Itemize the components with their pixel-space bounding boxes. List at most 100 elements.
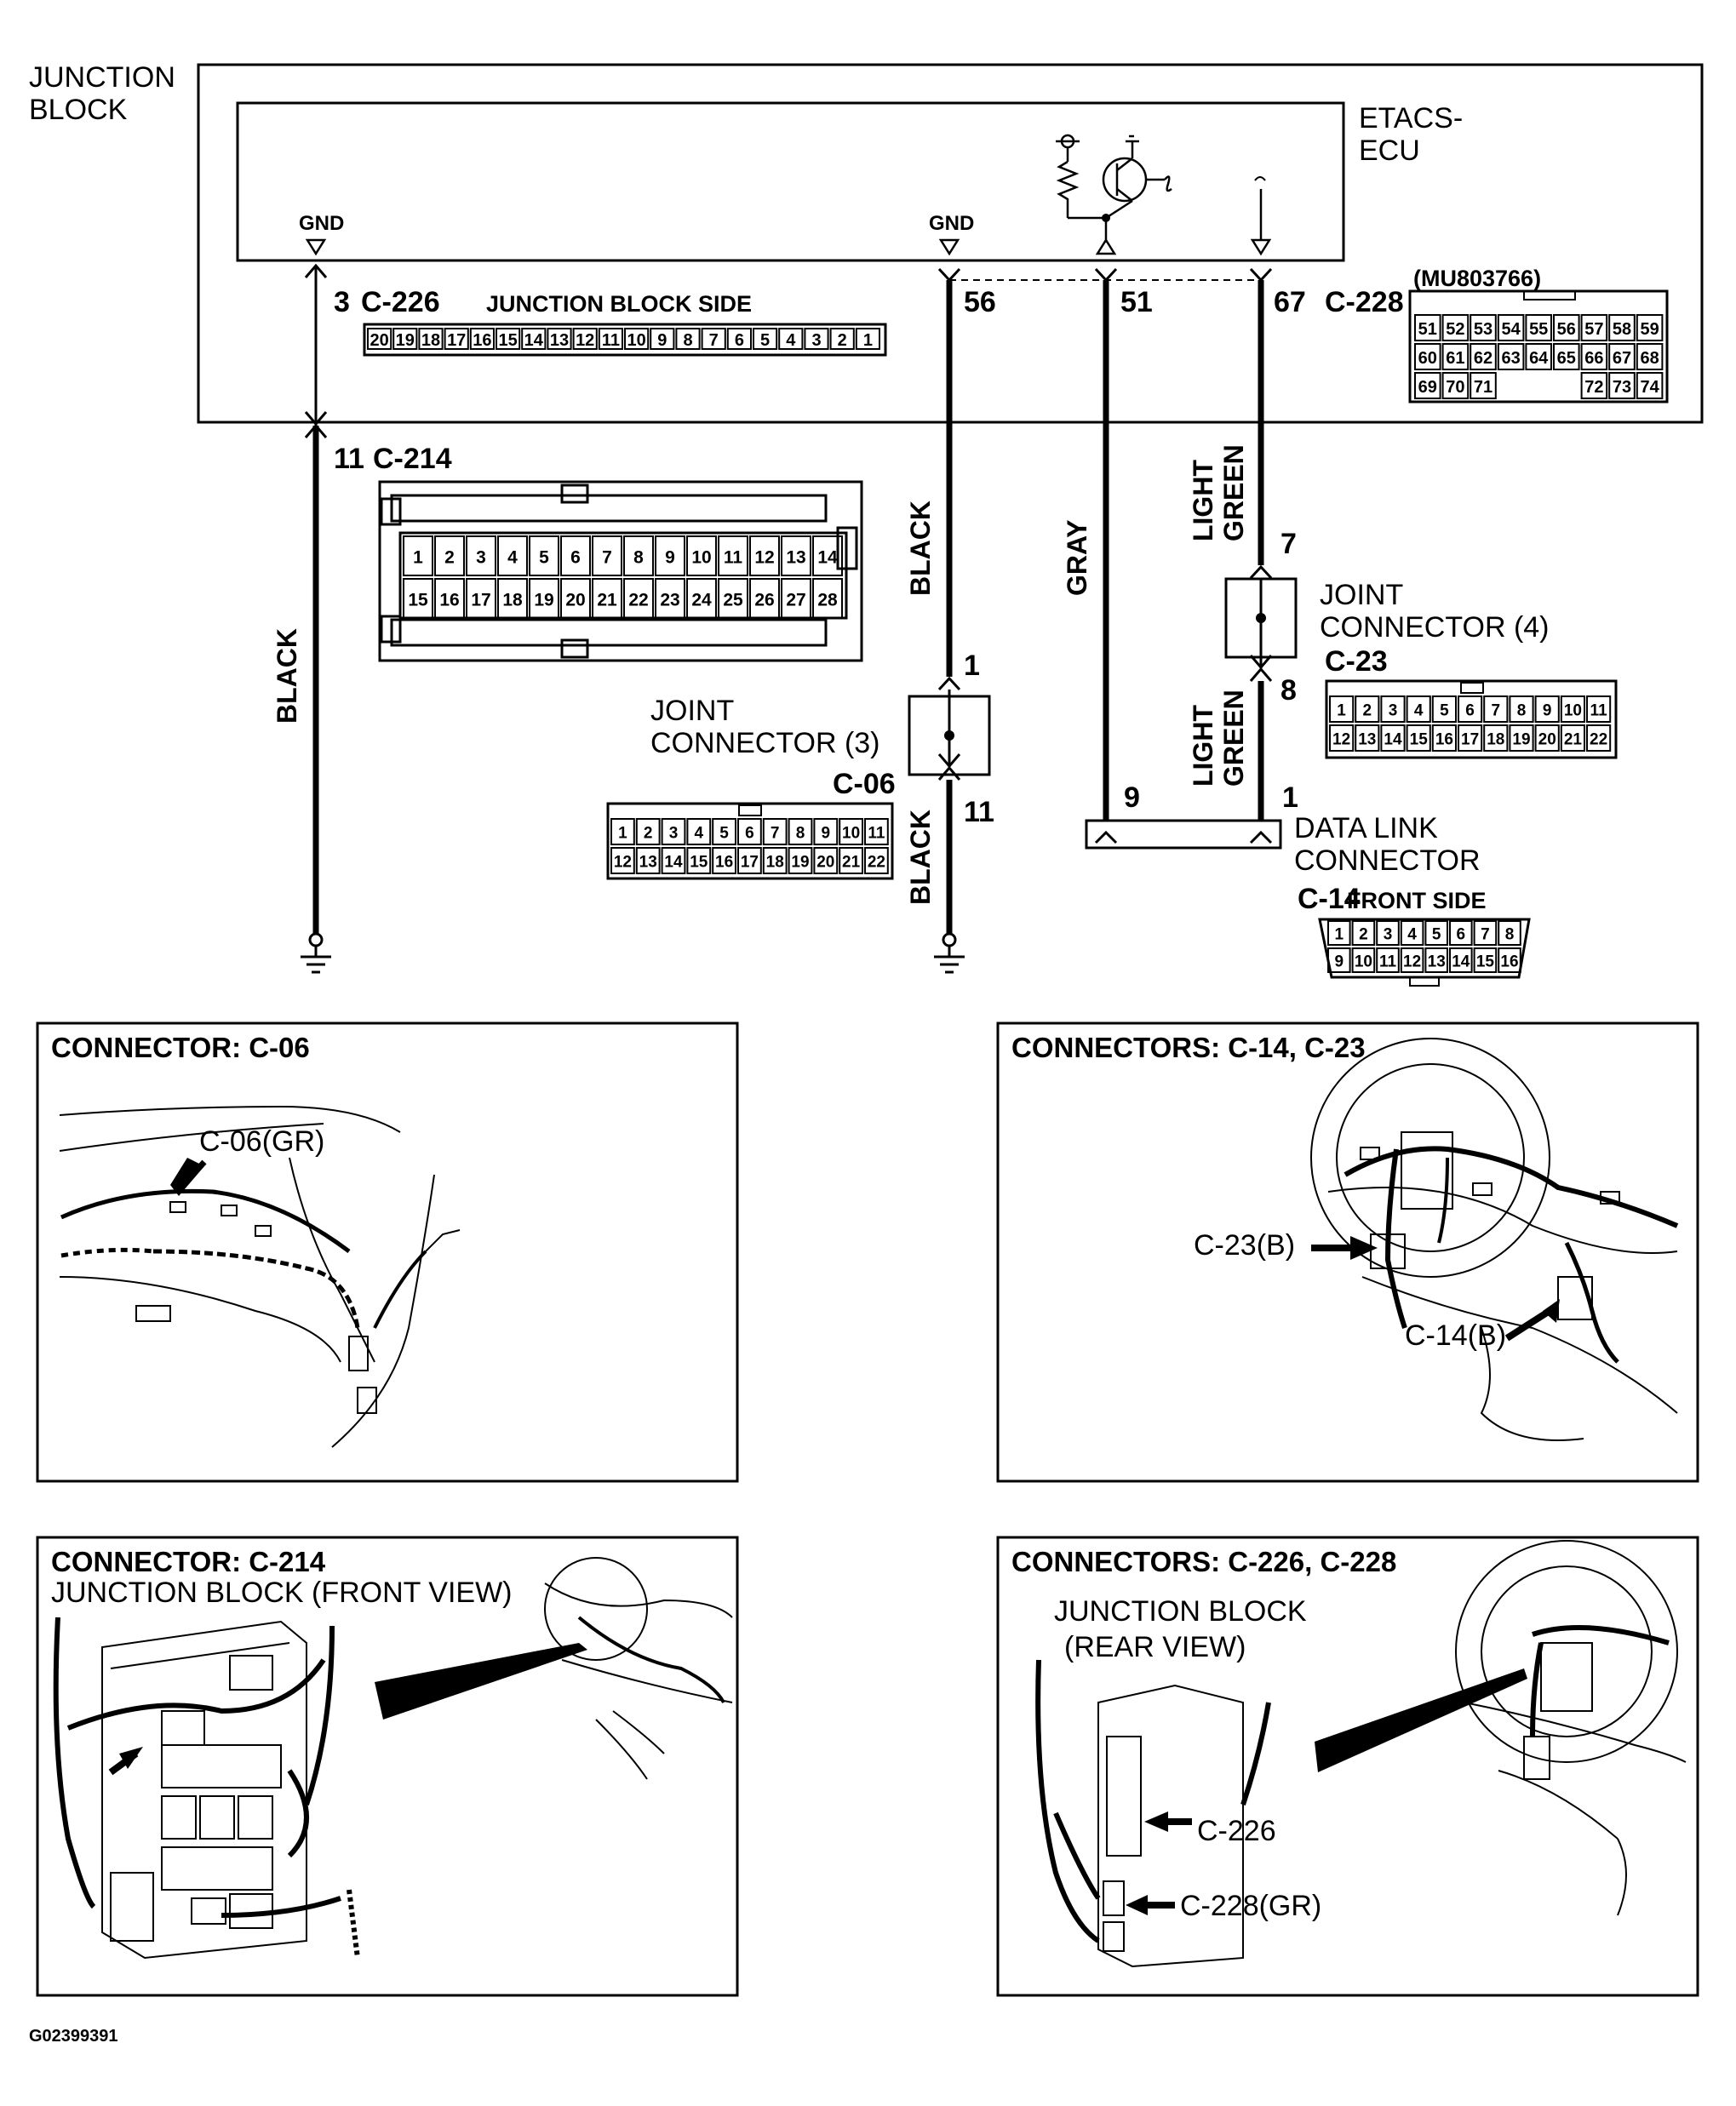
c06-pin-15: 15 (690, 854, 708, 872)
panel-c214-subtitle: JUNCTION BLOCK (FRONT VIEW) (51, 1577, 513, 1609)
c23-cell-box (1380, 695, 1406, 723)
wire-gray (1094, 267, 1118, 821)
c06-face (606, 802, 894, 880)
c226-pin-14: 14 (524, 331, 544, 350)
c228-cell-box (1470, 314, 1497, 341)
panel-c214 (36, 1536, 739, 1997)
c23-pin-4: 4 (1414, 702, 1424, 720)
panel-c226-c228-subtitle-2: (REAR VIEW) (1064, 1631, 1246, 1663)
c23-pin-16: 16 (1435, 731, 1453, 749)
c06-pin-14: 14 (664, 854, 683, 872)
joint-connector-3-label-line1: JOINT (650, 695, 734, 727)
c23-pin-21: 21 (1564, 731, 1583, 749)
wire-color-black-mid: BLACK (905, 501, 936, 596)
c214-pin-9: 9 (665, 547, 675, 567)
c06-pin-17: 17 (741, 854, 759, 872)
pin-joint3-1: 1 (964, 650, 980, 682)
c14-pin-7: 7 (1481, 926, 1490, 944)
c23-pin-15: 15 (1410, 731, 1429, 749)
c214-pin-15: 15 (408, 590, 428, 609)
c23-cell-box (1586, 695, 1612, 723)
c23-cell-box (1406, 695, 1431, 723)
c14-cell-box (1449, 947, 1473, 973)
c226-cell-box (675, 328, 701, 350)
c23-cell-box (1509, 695, 1534, 723)
panel-c14-c23-title: CONNECTORS: C-14, C-23 (1011, 1032, 1366, 1063)
junction-block-drawing-front (53, 1557, 733, 1960)
c23-cell-box (1355, 695, 1380, 723)
c14-cell-box (1473, 920, 1498, 946)
c06-cell-box (864, 818, 889, 845)
c14-pin-6: 6 (1457, 926, 1466, 944)
c228-cell-box (1608, 372, 1636, 399)
wire-color-light-top-1: LIGHT (1188, 460, 1218, 541)
c228-cell-box (1525, 343, 1553, 370)
c06-pin-22: 22 (868, 854, 885, 872)
c06-cell-box (686, 818, 712, 845)
c228-cell-box (1553, 314, 1580, 341)
c228-cell-box (1553, 343, 1580, 370)
harness-arrow-icon (1543, 1299, 1560, 1323)
c23-cell-box (1406, 724, 1431, 752)
joint-connector-3-box (908, 695, 991, 776)
pin-c214-11: 11 (334, 443, 364, 475)
c214-cell-box (623, 535, 654, 576)
c214-cell-box (718, 578, 748, 619)
c228-pin-66: 66 (1584, 349, 1603, 368)
c214-pin-2: 2 (444, 547, 455, 567)
c214-cell-box (812, 535, 843, 576)
ground-symbol-icon (301, 932, 331, 974)
c226-cell-box (547, 328, 572, 350)
ecu-label-line1: ETACS- (1359, 102, 1463, 134)
c23-pin-3: 3 (1389, 702, 1398, 720)
callout-c23-b: C-23(B) (1194, 1229, 1295, 1262)
ecu-label-line2: ECU (1359, 134, 1420, 167)
c226-pin-3: 3 (811, 331, 821, 350)
harness-arrow-icon (1126, 1895, 1148, 1915)
pin-dlc-9: 9 (1124, 781, 1140, 814)
c23-cell-box (1560, 724, 1586, 752)
c214-pin-24: 24 (691, 590, 712, 609)
c214-pin-18: 18 (502, 590, 523, 609)
c214-cell-box (434, 578, 465, 619)
c23-cell-box (1483, 695, 1509, 723)
c228-cell-box (1414, 372, 1441, 399)
c228-cell-box (1636, 372, 1664, 399)
c228-pin-61: 61 (1446, 349, 1464, 368)
c14-cell-box (1376, 947, 1400, 973)
c23-cell-box (1329, 695, 1355, 723)
etacs-ecu-box (236, 101, 1345, 262)
c214-cell-box (623, 578, 654, 619)
panel-c226-c228-title: CONNECTORS: C-226, C-228 (1011, 1546, 1396, 1577)
c14-pin-4: 4 (1407, 926, 1417, 944)
c14-pin-1: 1 (1335, 926, 1344, 944)
c226-pin-6: 6 (735, 331, 744, 350)
leader-wedge-icon (1315, 1668, 1527, 1772)
c214-pin-6: 6 (570, 547, 581, 567)
c228-pin-63: 63 (1501, 349, 1520, 368)
dlc-label-line2: CONNECTOR (1294, 844, 1481, 877)
c214-cell-box (466, 535, 496, 576)
harness-arrow-icon (1144, 1811, 1168, 1832)
c23-pin-17: 17 (1461, 731, 1479, 749)
c06-pin-9: 9 (822, 825, 831, 843)
c226-cell-box (521, 328, 547, 350)
c226-pin-20: 20 (370, 331, 388, 350)
junction-block-label: JUNCTION BLOCK (29, 61, 175, 126)
c214-cell-box (749, 578, 780, 619)
c14-cell-box (1498, 947, 1521, 973)
c214-cell-box (497, 535, 528, 576)
c214-pin-12: 12 (754, 547, 774, 567)
c06-cell-box (661, 847, 686, 874)
gnd-label-left: GND (299, 212, 344, 235)
c228-pin-57: 57 (1584, 320, 1603, 339)
pin-jb-3: 3 (334, 286, 350, 318)
c06-pin-6: 6 (745, 825, 754, 843)
c23-id: C-23 (1325, 645, 1388, 678)
c228-pin-72: 72 (1584, 378, 1603, 397)
pin-51: 51 (1120, 286, 1153, 318)
c06-pin-12: 12 (614, 854, 632, 872)
dlc-label-line1: DATA LINK (1294, 812, 1438, 844)
c228-pin-67: 67 (1613, 349, 1631, 368)
